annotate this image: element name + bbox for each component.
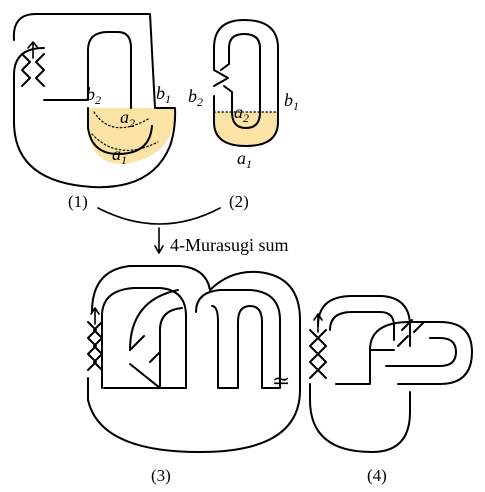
inner-arc-1 (87, 107, 153, 155)
twist-1 (21, 53, 45, 87)
inner-loop-2 (228, 33, 261, 129)
label-a2-fig1: a2 (120, 107, 135, 130)
loop-c-3 (195, 289, 281, 389)
twist-2 (213, 63, 233, 93)
arc-a2-1 (93, 111, 151, 129)
twist-arrow-1 (27, 41, 39, 59)
twist-arrow-3 (90, 307, 100, 325)
loop-a-3 (101, 287, 187, 389)
equivalence-symbol: ≃ (272, 368, 290, 393)
label-a1-fig2: a1 (237, 148, 252, 171)
surface-2 (213, 19, 279, 147)
sum-arrow (154, 227, 164, 254)
outer-boundary-1 (12, 13, 177, 189)
label-b2-fig1: b2 (86, 84, 101, 107)
loop-b-3 (129, 289, 183, 389)
surface-3 (87, 265, 301, 453)
ring-4 (369, 321, 473, 385)
twist-arrow-4 (313, 313, 323, 333)
twist-3 (87, 321, 103, 371)
outer-boundary-4 (309, 295, 411, 453)
crossing-3 (129, 335, 161, 389)
sum-bracket (97, 207, 221, 225)
label-b2-fig2: b2 (188, 86, 203, 109)
crossings-4 (397, 319, 425, 347)
label-b1-fig1: b1 (156, 83, 171, 106)
label-b1-fig2: b1 (284, 90, 299, 113)
highlight-region-1 (88, 108, 176, 164)
bottom-edge-3 (101, 315, 187, 389)
label-a2-fig2: a2 (234, 102, 249, 125)
operation-label: 4-Murasugi sum (170, 235, 289, 255)
caption-2: (2) (229, 192, 249, 211)
outer-boundary-3 (87, 265, 301, 453)
caption-3: (3) (151, 466, 171, 485)
twist-4 (309, 329, 327, 379)
arc-a1-1 (91, 133, 159, 151)
caption-4: (4) (367, 466, 387, 485)
label-a1-fig1: a1 (112, 144, 127, 167)
caption-1: (1) (68, 192, 88, 211)
inner-l-4 (329, 311, 395, 385)
surface-1 (12, 13, 177, 189)
surface-4 (309, 295, 473, 453)
inner-loop-1 (43, 31, 132, 109)
outer-boundary-2 (213, 19, 279, 147)
